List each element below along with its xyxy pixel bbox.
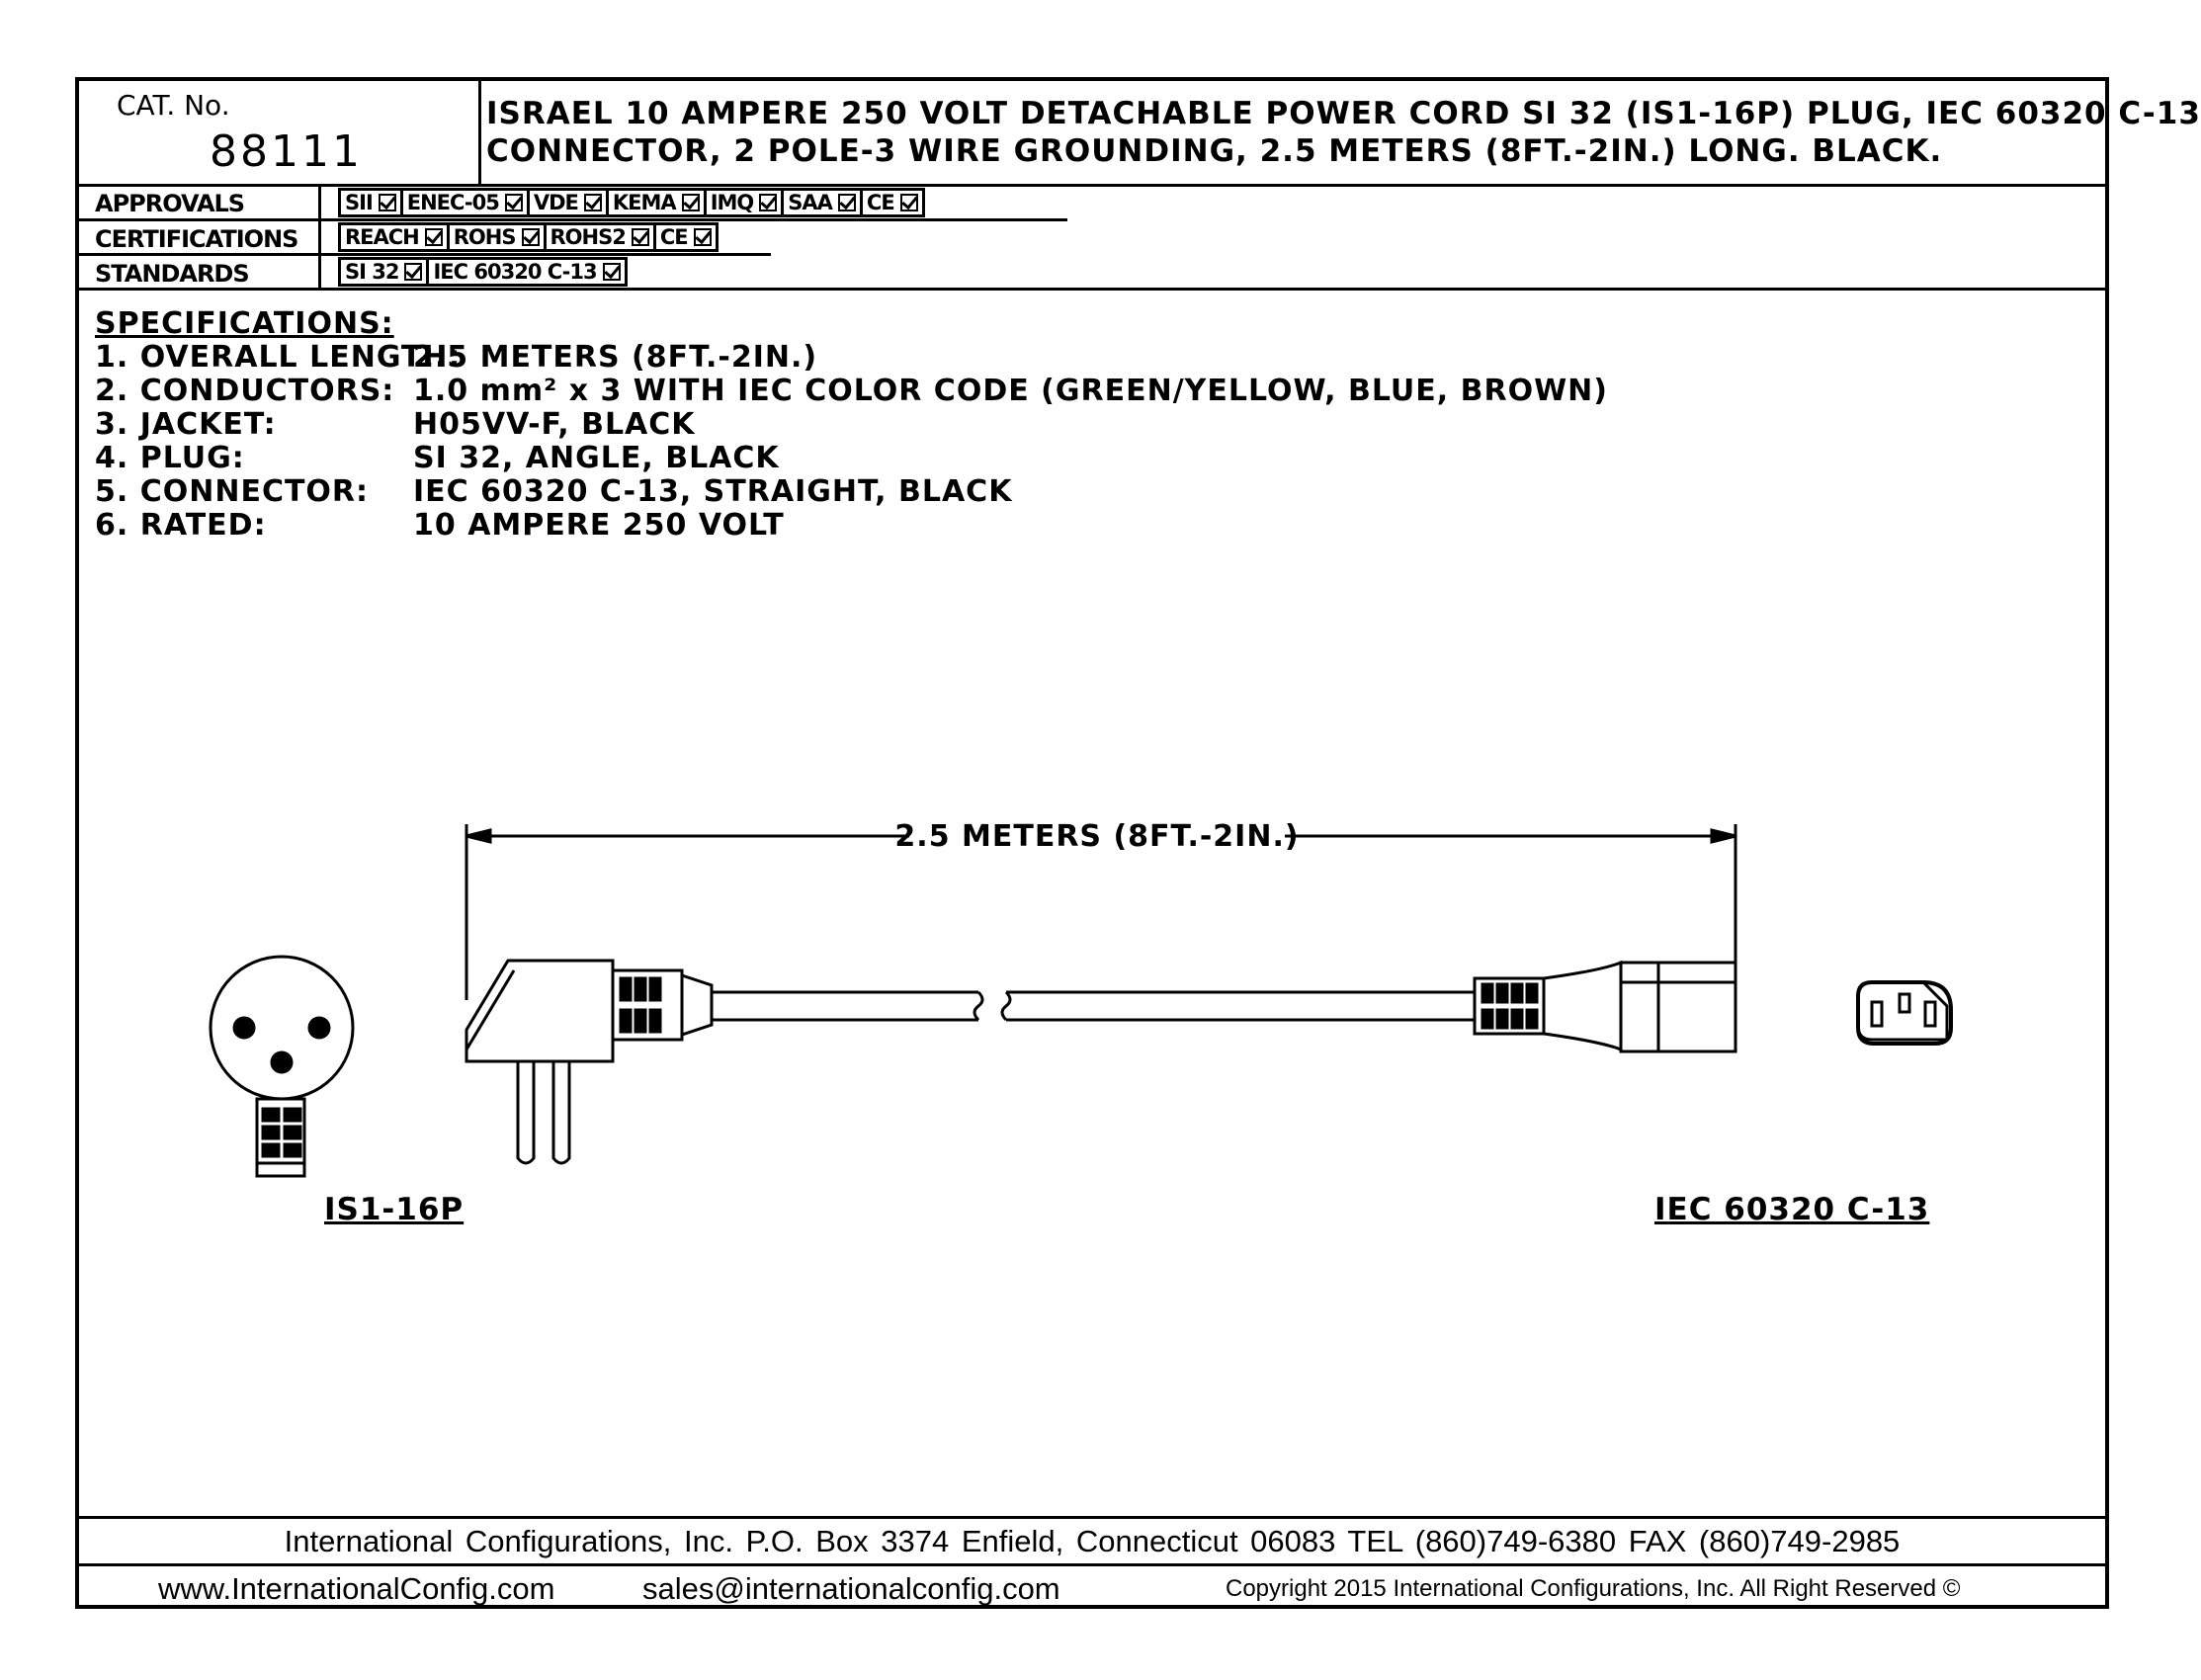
drawing-sheet: CAT. No. 88111 ISRAEL 10 AMPERE 250 VOLT… (75, 77, 2200, 1609)
email-link[interactable]: sales@internationalconfig.com (642, 1571, 1060, 1606)
approval-enec: ENEC-05 (399, 188, 527, 217)
spec-value: 1.0 mm² x 3 WITH IEC COLOR CODE (GREEN/Y… (413, 374, 1609, 408)
cord-drawing: 2.5 METERS (8FT.-2IN.) (209, 819, 1953, 1178)
checkbox-checked-icon (759, 194, 778, 211)
header-divider (478, 81, 481, 185)
checkbox-checked-icon (424, 228, 443, 246)
cable-break (973, 990, 984, 1022)
plug-caption: IS1-16P (324, 1192, 465, 1227)
company-address: International Configurations, Inc. P.O. … (284, 1524, 1901, 1558)
plug-pin-hole (307, 1016, 331, 1040)
connector-caption: IEC 60320 C-13 (1654, 1192, 1930, 1227)
checkbox-checked-icon (693, 228, 712, 246)
plug-pin-hole (232, 1016, 256, 1040)
cable-break (1000, 990, 1012, 1022)
row-rule (79, 253, 771, 256)
specifications-heading: SPECIFICATIONS: (95, 306, 394, 341)
plug-face-outline (209, 955, 355, 1101)
approval-saa: SAA (781, 188, 860, 217)
footer-rule (79, 1516, 2105, 1519)
product-title: ISRAEL 10 AMPERE 250 VOLT DETACHABLE POW… (486, 95, 2201, 170)
certifications-list: REACH ROHS ROHS2 CE (338, 222, 719, 254)
standard-si32: SI 32 (338, 257, 427, 287)
checkbox-checked-icon (899, 194, 918, 211)
label-column-divider (318, 184, 321, 288)
standards-label: STANDARDS (95, 260, 250, 288)
checkbox-checked-icon (631, 228, 649, 246)
checkbox-checked-icon (521, 228, 540, 246)
spec-value: 10 AMPERE 250 VOLT (413, 508, 785, 543)
spec-value: H05VV-F, BLACK (413, 407, 696, 442)
spec-label: 1. OVERALL LENGTH: (95, 340, 462, 375)
checkbox-checked-icon (837, 194, 856, 211)
cat-number-label: CAT. No. (117, 89, 230, 122)
approval-vde: VDE (526, 188, 606, 217)
arrow-left-icon (466, 828, 492, 844)
approval-kema: KEMA (605, 188, 704, 217)
certifications-label: CERTIFICATIONS (95, 225, 298, 253)
certification-ce: CE (652, 222, 719, 252)
row-rule (79, 218, 1067, 221)
standards-list: SI 32 IEC 60320 C-13 (338, 257, 628, 289)
angled-plug-side-view (465, 959, 714, 1165)
approval-imq: IMQ (703, 188, 782, 217)
certification-rohs2: ROHS2 (543, 222, 653, 252)
website-link[interactable]: www.InternationalConfig.com (158, 1571, 555, 1606)
spec-label: 4. PLUG: (95, 441, 245, 475)
header-rule (79, 184, 2105, 187)
product-title-line-1: ISRAEL 10 AMPERE 250 VOLT DETACHABLE POW… (486, 96, 2201, 131)
approval-ce: CE (859, 188, 925, 217)
c13-connector-face-view (1856, 980, 1953, 1046)
spec-value: 2.5 METERS (8FT.-2IN.) (413, 340, 818, 375)
checkbox-checked-icon (504, 194, 523, 211)
cat-number: 88111 (210, 126, 363, 177)
spec-label: 5. CONNECTOR: (95, 474, 370, 509)
certification-rohs: ROHS (446, 222, 544, 252)
copyright: Copyright 2015 International Configurati… (1226, 1575, 1961, 1602)
checkbox-checked-icon (602, 263, 621, 281)
checkbox-checked-icon (378, 194, 396, 211)
section-rule (79, 288, 2105, 291)
certification-reach: REACH (338, 222, 447, 252)
spec-label: 6. RATED: (95, 508, 267, 543)
checkbox-checked-icon (681, 194, 700, 211)
standard-iec: IEC 60320 C-13 (426, 257, 628, 287)
footer-rule (79, 1563, 2105, 1566)
spec-value: IEC 60320 C-13, STRAIGHT, BLACK (413, 474, 1013, 509)
approvals-label: APPROVALS (95, 190, 245, 217)
c13-connector-side-view (1473, 960, 1737, 1053)
checkbox-checked-icon (404, 263, 423, 281)
checkbox-checked-icon (583, 194, 602, 211)
spec-label: 2. CONDUCTORS: (95, 374, 395, 408)
dimension-label: 2.5 METERS (8FT.-2IN.) (894, 819, 1299, 854)
spec-label: 3. JACKET: (95, 407, 277, 442)
plug-face-strain-relief (255, 1097, 306, 1178)
spec-value: SI 32, ANGLE, BLACK (413, 441, 780, 475)
approvals-list: SII ENEC-05 VDE KEMA IMQ SAA CE (338, 188, 925, 219)
plug-pin-hole (270, 1050, 294, 1074)
arrow-right-icon (1710, 828, 1736, 844)
product-title-line-2: CONNECTOR, 2 POLE-3 WIRE GROUNDING, 2.5 … (486, 133, 1943, 169)
approval-sii: SII (338, 188, 400, 217)
